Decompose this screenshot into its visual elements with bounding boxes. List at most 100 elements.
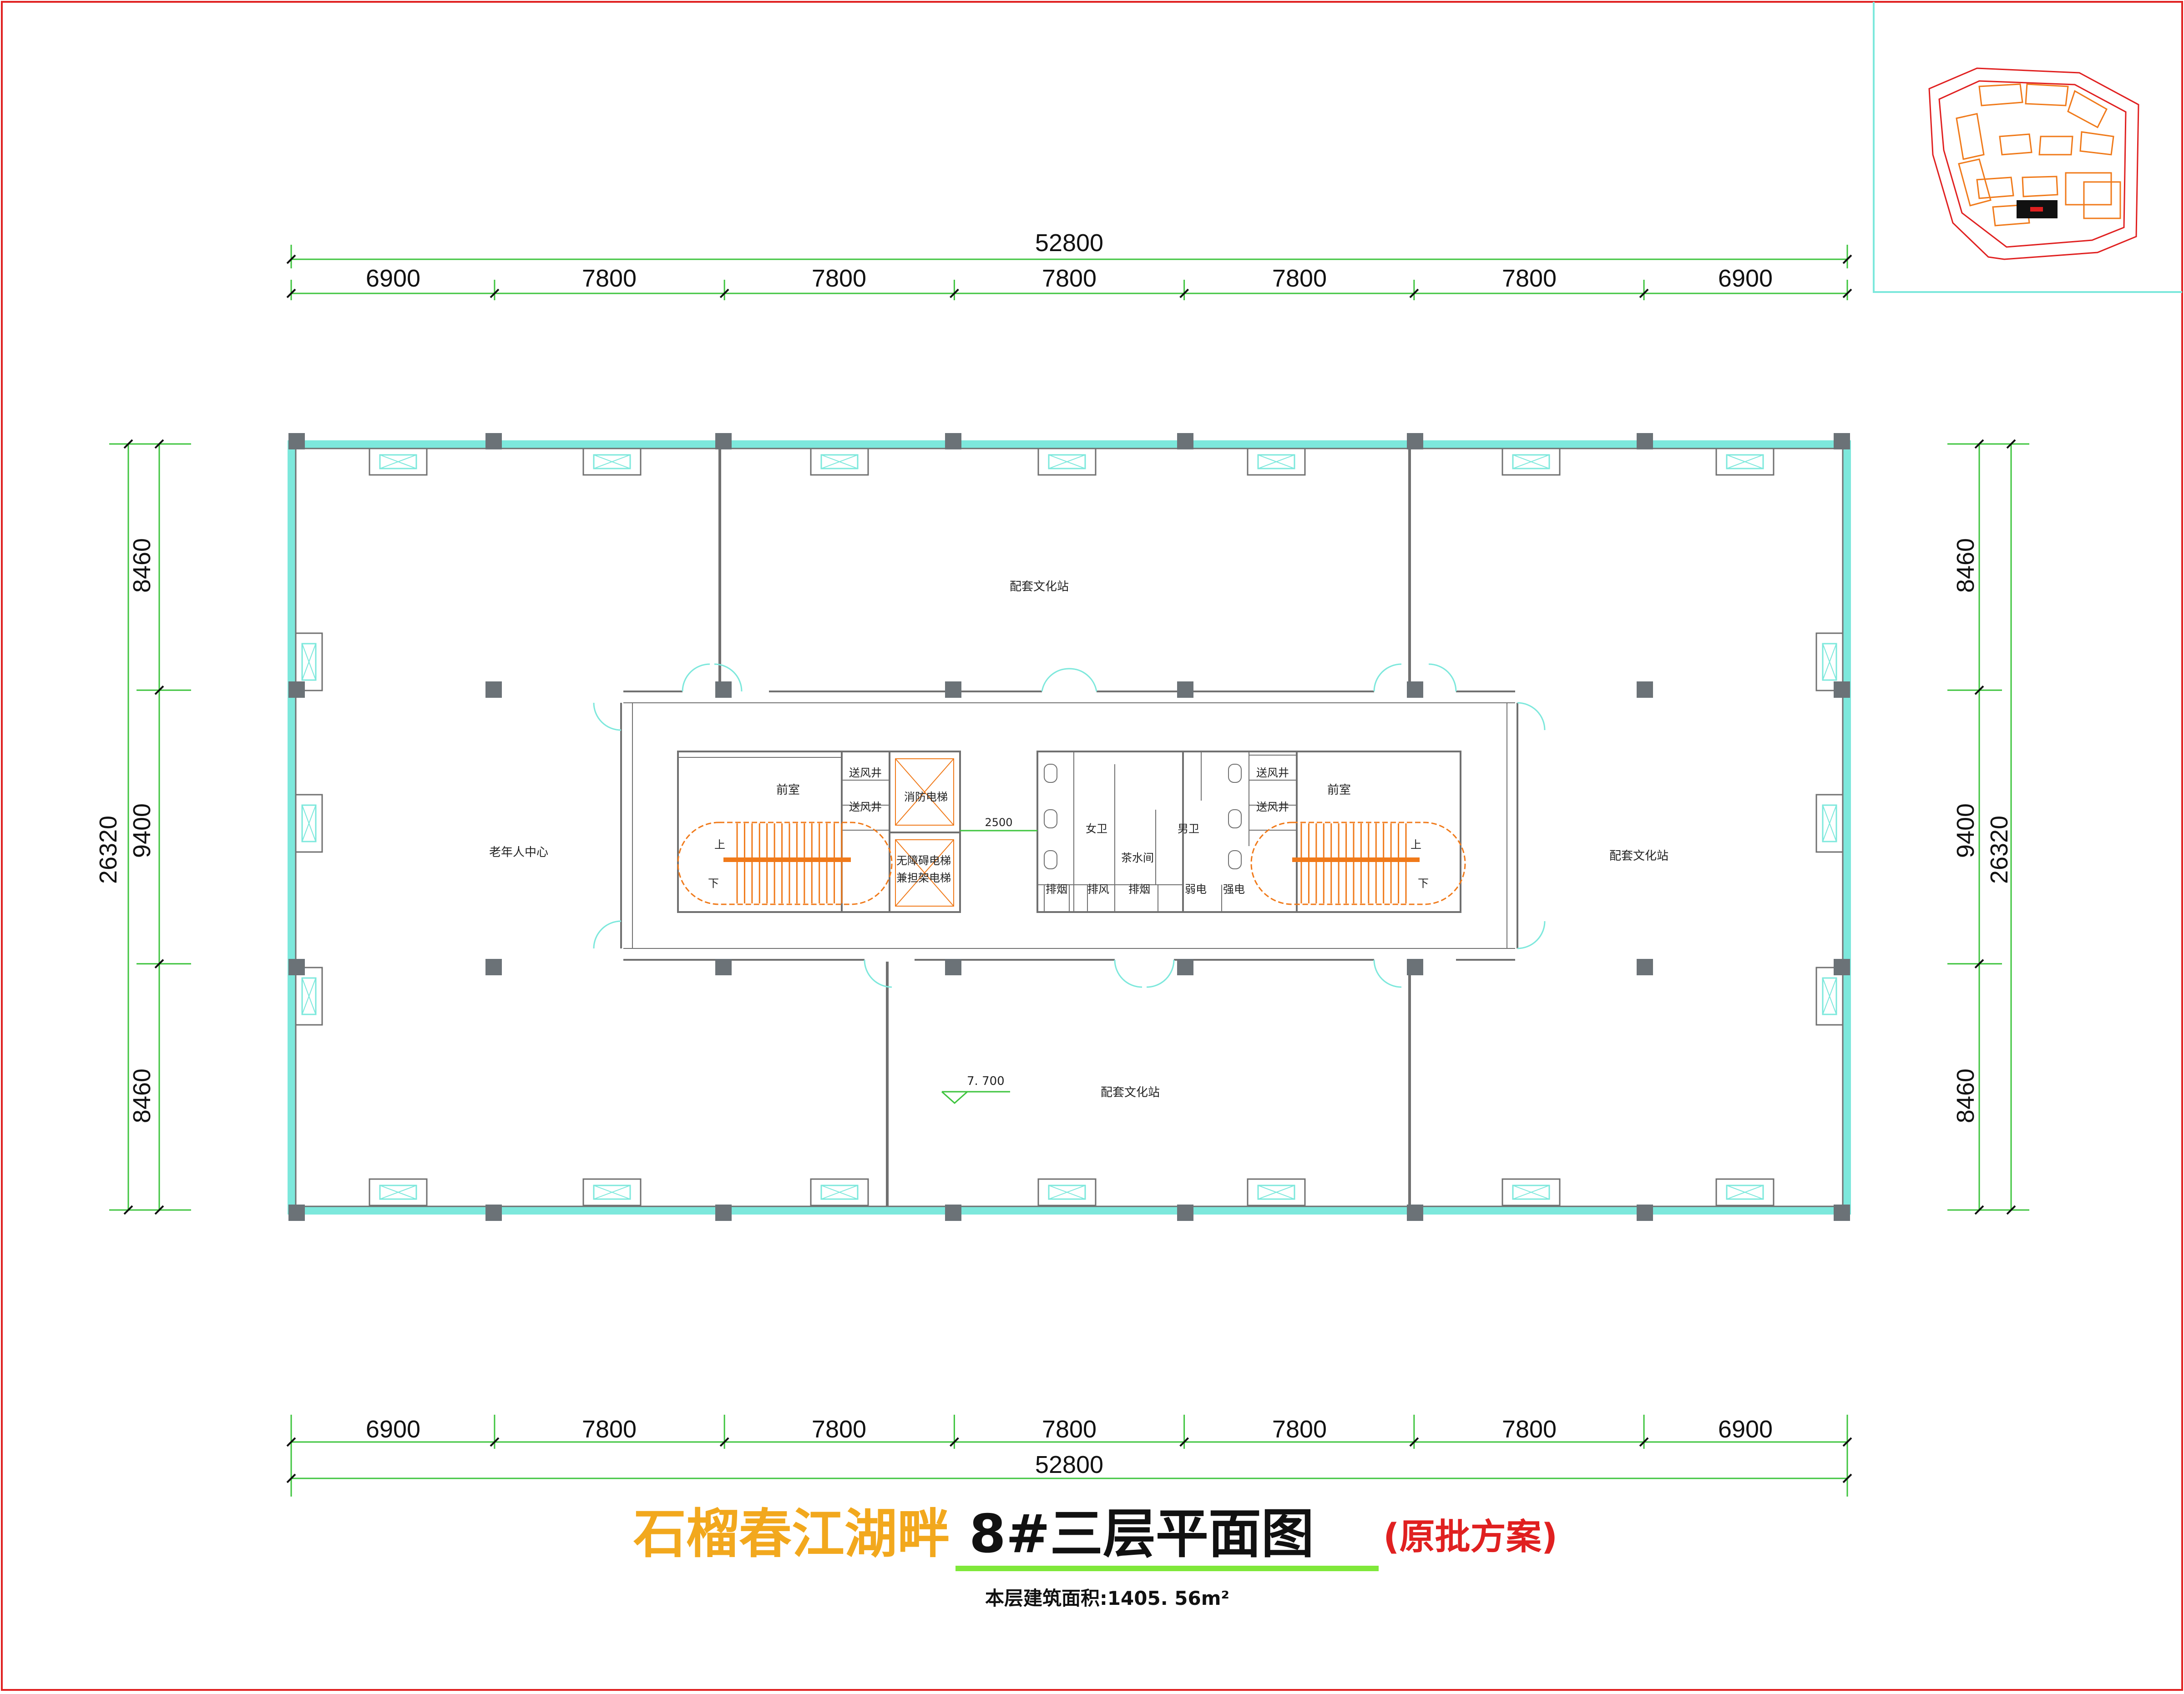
column-4-0 (1407, 433, 1423, 449)
dim-line-right-bays-mark-2 (1974, 959, 1984, 969)
window-bottom-6-glass-x2 (1726, 1185, 1764, 1200)
door-swings (593, 663, 1546, 988)
dim-line-bottom-bays-mark-5 (1409, 1437, 1419, 1447)
window-bottom-3-glass (1048, 1185, 1086, 1200)
dim-line-top-total-mark-0 (286, 254, 296, 264)
dim-line-left-bays-mark-1 (154, 685, 164, 695)
dim-top-bay-7: 6900 (1718, 265, 1773, 292)
window-left-0 (295, 632, 323, 691)
room-air-shaft-3: 送风井 (1256, 766, 1289, 779)
key-plan-buildings (1956, 83, 2121, 227)
window-left-0-glass-x2 (302, 643, 316, 681)
room-air-shaft-4: 送风井 (1256, 801, 1289, 813)
column-4-1 (1407, 681, 1423, 698)
dim-line-left-bays-mark-0 (154, 439, 164, 449)
dim-line-bottom-bays-mark-7 (1842, 1437, 1852, 1447)
dim-line-bottom-bays-mark-6 (1639, 1437, 1649, 1447)
dim-top-bay-6: 7800 (1502, 265, 1557, 292)
window-top-3-glass-x2 (1048, 454, 1086, 469)
window-bays (295, 448, 1844, 1206)
dim-bottom-total: 52800 (1035, 1451, 1103, 1478)
window-bottom-2-glass (820, 1185, 859, 1200)
column-3-1 (1177, 681, 1193, 698)
dim-line-top-bays-mark-7 (1842, 288, 1852, 298)
column-2-2 (945, 959, 961, 975)
dim-left-total: 26320 (95, 816, 122, 884)
exterior-wall (295, 448, 1844, 1207)
window-left-0-glass (301, 643, 317, 681)
window-top-0-glass-x2 (379, 454, 417, 469)
column-0-1 (485, 681, 502, 698)
exterior-glazing (288, 440, 1851, 1215)
column-3-2 (1177, 959, 1193, 975)
window-left-1-glass-x2 (302, 805, 316, 842)
dim-bottom-bay-3: 7800 (812, 1416, 866, 1443)
dim-top-bay-4: 7800 (1042, 265, 1097, 292)
window-bottom-3-glass-x2 (1048, 1185, 1086, 1200)
title-underline (956, 1566, 1379, 1571)
window-bottom-5-glass-x2 (1512, 1185, 1550, 1200)
dim-top-bay-3: 7800 (812, 265, 866, 292)
window-top-4-glass (1257, 454, 1295, 469)
dim-line-bottom-bays-mark-4 (1179, 1437, 1189, 1447)
column-edge-1-1 (1834, 681, 1850, 698)
window-top-2-glass (820, 454, 859, 469)
column-2-0 (945, 433, 961, 449)
dim-bottom-bay-6: 7800 (1502, 1416, 1557, 1443)
column-2-1 (945, 681, 961, 698)
dim-line-top-bays-mark-5 (1409, 288, 1419, 298)
column-1-2 (715, 959, 732, 975)
dim-line-bottom-bays-mark-1 (490, 1437, 500, 1447)
column-5-2 (1637, 959, 1653, 975)
room-accessible-elevator-1: 无障碍电梯 (896, 854, 951, 867)
window-top-6-glass (1726, 454, 1764, 469)
column-4-3 (1407, 1205, 1423, 1221)
stair-down-right: 下 (1418, 877, 1429, 890)
stair-down-left: 下 (708, 877, 719, 890)
room-smoke-exhaust-1: 排烟 (1046, 883, 1067, 896)
window-top-5-glass (1512, 454, 1550, 469)
right-stair (1250, 822, 1466, 905)
dim-line-top-bays-mark-0 (286, 288, 296, 298)
dim-line-left-total-mark-1 (123, 1205, 133, 1215)
column-1-3 (715, 1205, 732, 1221)
room-culture-station-bottom: 配套文化站 (1101, 1086, 1160, 1099)
corridor-width-marker: 2500 (960, 816, 1037, 832)
dim-line-right-bays-mark-0 (1974, 439, 1984, 449)
dim-right-total: 26320 (1986, 816, 2013, 884)
dim-right-bay-3: 8460 (1952, 1069, 1979, 1123)
column-5-0 (1637, 433, 1653, 449)
window-top-1-glass (593, 454, 631, 469)
dim-line-top-bays-mark-3 (949, 288, 959, 298)
dim-bottom-bay-1: 6900 (366, 1416, 420, 1443)
dim-right-bay-1: 8460 (1952, 538, 1979, 593)
dim-bottom-bay-5: 7800 (1272, 1416, 1327, 1443)
column-edge-0-3 (288, 1205, 305, 1221)
window-right-2-glass-x2 (1822, 978, 1837, 1015)
column-5-1 (1637, 681, 1653, 698)
dim-line-bottom-bays-mark-0 (286, 1437, 296, 1447)
window-right-0-glass-x2 (1822, 643, 1837, 681)
dim-line-top-bays-mark-4 (1179, 288, 1189, 298)
column-1-0 (715, 433, 732, 449)
dim-line-right-bays-mark-3 (1974, 1205, 1984, 1215)
dim-left-bay-3: 8460 (128, 1069, 156, 1123)
window-right-2-glass (1822, 977, 1837, 1015)
stair-up-right: 上 (1410, 838, 1421, 851)
dim-line-top-total-mark-1 (1842, 254, 1852, 264)
dimension-text: 52800 6900 7800 7800 7800 7800 7800 6900… (95, 229, 2013, 1478)
room-exhaust-fan: 排风 (1087, 883, 1109, 896)
column-0-3 (485, 1205, 502, 1221)
dim-top-total: 52800 (1035, 229, 1103, 257)
room-fire-elevator: 消防电梯 (904, 791, 948, 803)
dim-line-bottom-bays-mark-3 (949, 1437, 959, 1447)
window-top-3-glass (1048, 454, 1086, 469)
column-2-3 (945, 1205, 961, 1221)
dim-line-top-bays-mark-2 (719, 288, 729, 298)
room-culture-station-top: 配套文化站 (1010, 580, 1069, 594)
stair-up-left: 上 (714, 838, 725, 851)
window-right-1-glass (1822, 804, 1837, 842)
window-left-2-glass-x2 (302, 978, 316, 1015)
dim-top-bay-1: 6900 (366, 265, 420, 292)
